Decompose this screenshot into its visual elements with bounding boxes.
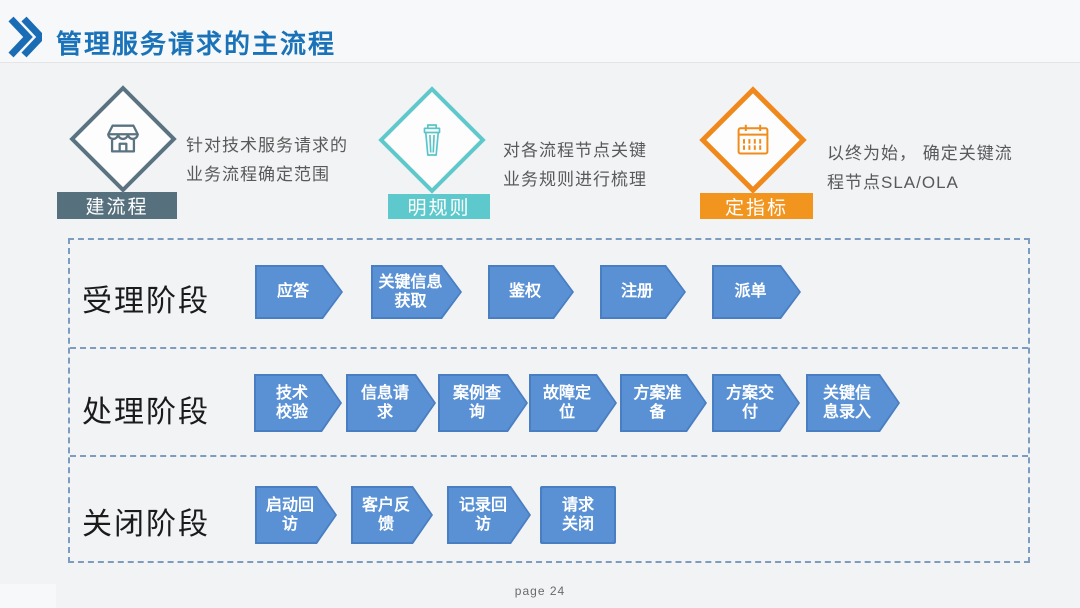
arrow-fill xyxy=(373,267,460,317)
feature-label-build-process: 建流程 xyxy=(57,192,177,219)
process-step: 关键信息 获取 xyxy=(371,265,462,319)
step-label: 记录回 访 xyxy=(458,496,507,533)
arrow-fill xyxy=(440,376,526,430)
double-chevron-icon xyxy=(8,16,42,58)
page-title: 管理服务请求的主流程 xyxy=(56,29,337,59)
arrow-fill xyxy=(490,267,572,317)
process-step: 客户反 馈 xyxy=(351,486,433,544)
arrow-fill xyxy=(808,376,898,430)
arrow-fill xyxy=(714,376,798,430)
step-label: 关键信 息录入 xyxy=(822,384,871,421)
page-number: page 24 xyxy=(514,584,566,598)
process-step: 关键信 息录入 xyxy=(806,374,900,432)
step-label: 客户反 馈 xyxy=(361,496,410,533)
diamond-shape-orange xyxy=(699,86,807,194)
calendar-icon xyxy=(737,124,769,155)
process-step: 应答 xyxy=(255,265,343,319)
process-step: 派单 xyxy=(712,265,801,319)
feature-desc-set-metrics: 以终为始， 确定关键流 程节点SLA/OLA xyxy=(827,144,1013,192)
step-label: 方案准 备 xyxy=(633,384,682,421)
step-label: 关键信息 获取 xyxy=(378,273,443,310)
diamond-shape-slate xyxy=(69,85,177,193)
step-label: 方案交 付 xyxy=(725,384,774,421)
arrow-fill xyxy=(622,376,705,430)
phase-label-acceptance: 受理阶段 xyxy=(82,285,210,318)
step-label: 信息请 求 xyxy=(360,384,409,421)
step-label: 技术 校验 xyxy=(275,384,308,421)
process-step: 注册 xyxy=(600,265,686,319)
panel-divider xyxy=(70,347,1028,349)
phase-label-closing: 关闭阶段 xyxy=(82,508,210,541)
process-step: 案例查 询 xyxy=(438,374,528,432)
feature-label-clarify-rules: 明规则 xyxy=(388,194,490,219)
arrow-fill xyxy=(714,267,799,317)
process-step: 方案准 备 xyxy=(620,374,707,432)
feature-desc-build-process: 针对技术服务请求的 业务流程确定范围 xyxy=(186,136,348,184)
step-label: 请求 关闭 xyxy=(561,496,594,533)
feature-desc-clarify-rules: 对各流程节点关键 业务规则进行梳理 xyxy=(503,141,647,189)
rect-fill xyxy=(542,488,614,542)
storefront-icon xyxy=(107,124,139,153)
slide-header: 管理服务请求的主流程 xyxy=(0,0,1080,63)
step-label: 应答 xyxy=(276,283,309,301)
process-step: 启动回 访 xyxy=(255,486,337,544)
arrow-fill xyxy=(602,267,684,317)
step-label: 故障定 位 xyxy=(542,384,591,421)
arrow-fill xyxy=(348,376,434,430)
step-label: 派单 xyxy=(734,283,767,301)
process-panel xyxy=(68,238,1030,563)
phase-label-processing: 处理阶段 xyxy=(82,396,210,429)
process-step: 鉴权 xyxy=(488,265,574,319)
cup-icon xyxy=(423,124,441,156)
panel-divider xyxy=(70,455,1028,457)
step-label: 注册 xyxy=(620,283,653,301)
diamond-shape-teal xyxy=(378,86,486,194)
arrow-fill xyxy=(257,267,341,317)
step-label: 案例查 询 xyxy=(452,384,501,421)
process-step: 方案交 付 xyxy=(712,374,800,432)
arrow-fill xyxy=(353,488,431,542)
arrow-fill xyxy=(256,376,340,430)
corner-decoration xyxy=(0,584,56,608)
process-step: 技术 校验 xyxy=(254,374,342,432)
process-step-final: 请求 关闭 xyxy=(540,486,616,544)
process-step: 信息请 求 xyxy=(346,374,436,432)
process-step: 故障定 位 xyxy=(529,374,617,432)
feature-label-set-metrics: 定指标 xyxy=(700,193,813,219)
process-step: 记录回 访 xyxy=(447,486,531,544)
step-label: 鉴权 xyxy=(508,283,541,301)
arrow-fill xyxy=(449,488,529,542)
arrow-fill xyxy=(531,376,615,430)
step-label: 启动回 访 xyxy=(265,496,314,533)
arrow-fill xyxy=(257,488,335,542)
